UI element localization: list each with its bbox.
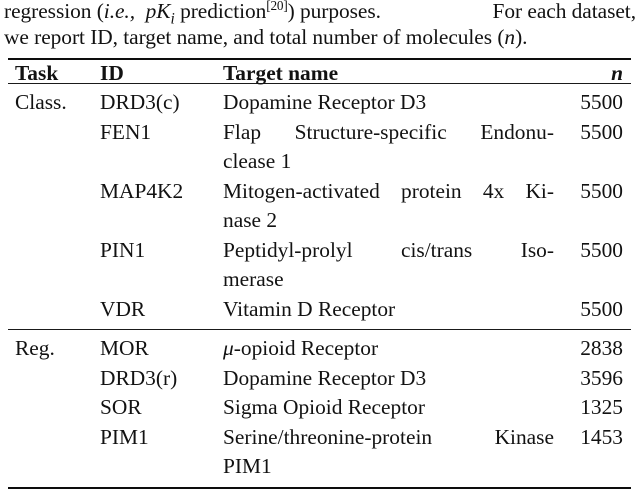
cell-target-name: Dopamine Receptor D3 (221, 88, 554, 118)
target-word: Mitogen-activated (223, 178, 380, 203)
cell-target-line-1: Dopamine Receptor D3 (223, 90, 427, 114)
cell-n: 3596 (580, 365, 623, 390)
table-rule-section (8, 329, 631, 330)
cell-target-line-1: Dopamine Receptor D3 (223, 365, 427, 390)
table-row: DRD3(r) Dopamine Receptor D3 3596 (8, 364, 631, 394)
cell-id: MOR (100, 336, 149, 360)
cell-task: Reg. (15, 336, 55, 360)
cell-target-name: Vitamin D Receptor (221, 295, 554, 325)
cell-target-name: Sigma Opioid Receptor (221, 393, 554, 423)
cell-target-line-1: Peptidyl-prolyl cis/trans Iso- (223, 236, 554, 266)
cell-target-line-1: -opioid Receptor (233, 336, 379, 360)
caption-italic-n: n (504, 25, 516, 49)
cell-n: 1325 (580, 395, 623, 419)
table-row: FEN1 Flap Structure-specific Endonu- cle… (8, 118, 631, 177)
target-word: Peptidyl-prolyl (223, 237, 353, 262)
cell-n: 2838 (580, 336, 623, 360)
column-header-n: n (611, 61, 623, 85)
caption-purposes: ) purposes. (287, 0, 381, 23)
table-row: Class. DRD3(c) Dopamine Receptor D3 5500 (8, 88, 631, 118)
target-word: Ki- (525, 178, 554, 203)
cell-target-name: Serine/threonine-protein Kinase PIM1 (221, 423, 554, 482)
table-row: MAP4K2 Mitogen-activated protein 4x Ki- … (8, 177, 631, 236)
cell-n: 5500 (580, 90, 623, 114)
cell-id: VDR (100, 296, 146, 321)
caption-line-1: regression (i.e., pKi prediction[20]) pu… (4, 0, 637, 28)
target-word: protein (401, 178, 462, 203)
table-row: PIM1 Serine/threonine-protein Kinase PIM… (8, 423, 631, 482)
caption-text-regression: regression ( (4, 0, 104, 23)
target-word: Kinase (494, 424, 554, 449)
target-word: Endonu- (480, 119, 554, 144)
cell-target-line-2: clease 1 (223, 149, 292, 173)
target-word: Serine/threonine-protein (223, 424, 433, 449)
table-row: SOR Sigma Opioid Receptor 1325 (8, 393, 631, 423)
dataset-table: Task ID Target name n Class. DRD3(c) Dop… (8, 58, 631, 489)
column-header-target-name: Target name (223, 61, 339, 85)
cell-target-line-1: Mitogen-activated protein 4x Ki- (223, 177, 554, 207)
cell-n: 5500 (580, 296, 623, 321)
cell-id: SOR (100, 395, 142, 419)
column-header-id: ID (100, 61, 124, 85)
table-section-reg: Reg. MOR μ-opioid Receptor 2838 DRD3(r) … (8, 334, 631, 482)
cell-target-line-1: Sigma Opioid Receptor (223, 395, 425, 419)
cell-target-name: Flap Structure-specific Endonu- clease 1 (221, 118, 554, 177)
cell-task: Class. (15, 90, 67, 114)
cell-target-name: Mitogen-activated protein 4x Ki- nase 2 (221, 177, 554, 236)
table-caption: regression (i.e., pKi prediction[20]) pu… (4, 0, 636, 50)
table-rule-header (8, 83, 631, 84)
cell-target-name: Dopamine Receptor D3 (221, 364, 554, 394)
column-header-task: Task (15, 61, 59, 85)
table-row: Reg. MOR μ-opioid Receptor 2838 (8, 334, 631, 364)
cell-target-name: Peptidyl-prolyl cis/trans Iso- merase (221, 236, 554, 295)
target-word: 4x (482, 178, 505, 203)
caption-math-subscript-i: i (170, 10, 175, 28)
cell-target-line-2: nase 2 (223, 208, 278, 232)
cell-id: DRD3(c) (100, 90, 180, 114)
caption-citation-ref: [20] (266, 0, 288, 13)
cell-n: 5500 (580, 119, 623, 144)
cell-id: FEN1 (100, 119, 152, 144)
target-word: cis/trans (400, 237, 473, 262)
table-row: PIN1 Peptidyl-prolyl cis/trans Iso- mera… (8, 236, 631, 295)
cell-n: 5500 (580, 237, 623, 262)
cell-target-line-1: Vitamin D Receptor (223, 296, 396, 321)
cell-id: PIM1 (100, 424, 149, 449)
table-section-class: Class. DRD3(c) Dopamine Receptor D3 5500… (8, 88, 631, 324)
target-word: Iso- (520, 237, 554, 262)
cell-id: MAP4K2 (100, 178, 184, 203)
caption-prediction: prediction (180, 0, 267, 23)
caption-line-2: we report ID, target name, and total num… (4, 25, 528, 49)
table-rule-bottom (8, 486, 631, 489)
target-word: Flap (223, 119, 262, 144)
caption-ie: i.e., (103, 0, 136, 23)
cell-target-line-2: PIM1 (223, 454, 272, 478)
cell-target-line-1: Serine/threonine-protein Kinase (223, 423, 554, 453)
cell-n: 1453 (580, 424, 623, 449)
document-page: regression (i.e., pKi prediction[20]) pu… (4, 0, 636, 489)
caption-line-1-tail: For each dataset, (492, 0, 637, 23)
caption-line-1-head: regression (i.e., pKi prediction[20]) pu… (4, 0, 381, 28)
cell-target-line-1: Flap Structure-specific Endonu- (223, 118, 554, 148)
target-word: Structure-specific (294, 119, 447, 144)
cell-id: DRD3(r) (100, 365, 178, 390)
cell-target-line-2: merase (223, 267, 284, 291)
cell-target-mu-symbol: μ (223, 336, 234, 360)
cell-n: 5500 (580, 178, 623, 203)
cell-target-name: μ-opioid Receptor (221, 334, 554, 364)
cell-id: PIN1 (100, 237, 146, 262)
table-header-row: Task ID Target name n (8, 60, 631, 85)
caption-math-pk: pK (145, 0, 171, 23)
table-rule-top (8, 58, 631, 60)
table-row: VDR Vitamin D Receptor 5500 (8, 295, 631, 325)
